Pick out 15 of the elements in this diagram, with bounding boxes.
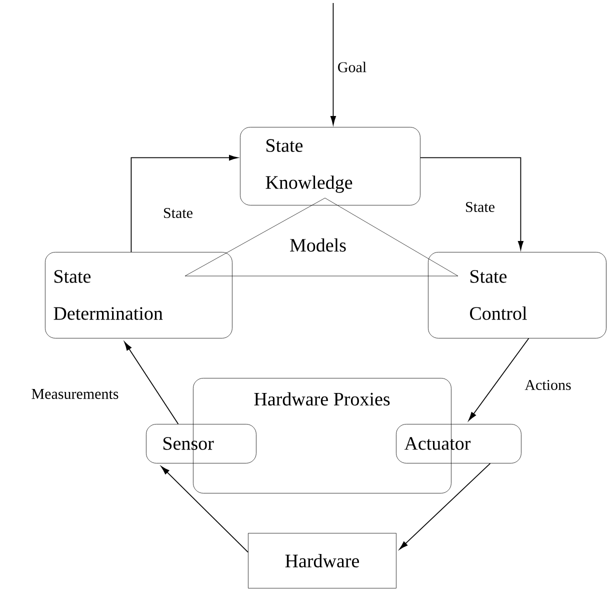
arrow [130,154,238,252]
arrow [124,342,179,424]
rounded-box: State Knowledge [240,127,420,206]
arrow [468,338,530,421]
rounded-box: State Control [428,252,606,338]
arrow [420,157,524,250]
arrow [330,2,336,125]
arrow [160,466,248,553]
box: Hardware [248,533,396,588]
rounded-box: State Determination [45,252,232,338]
edge-label: State [464,200,496,214]
edge-label: Goal [336,60,368,74]
edge-label: Actions [524,378,572,392]
edge-label: Measurements [30,388,120,400]
arrow [399,462,491,550]
